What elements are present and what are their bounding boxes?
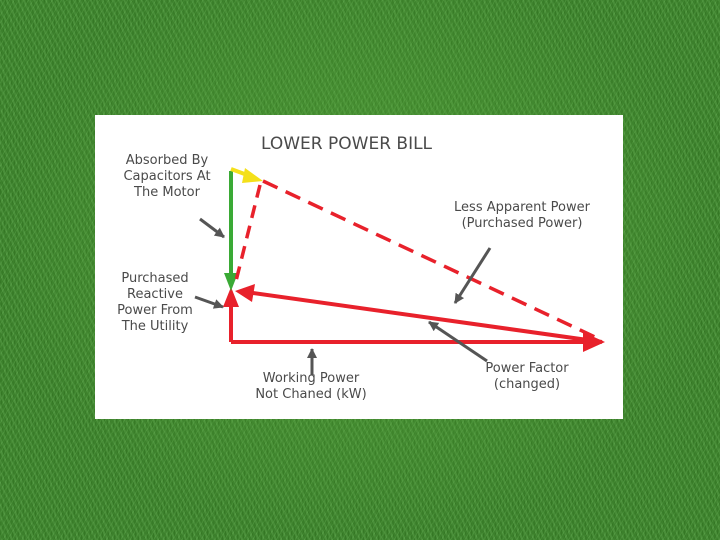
label-purchased-line1: Purchased [121,271,189,286]
label-less-apparent-line1: Less Apparent Power [454,200,590,215]
label-absorbed-line2: Capacitors At [123,169,211,184]
diagram-title: LOWER POWER BILL [261,134,433,154]
pointer-purchased [194,295,224,309]
dashed-connector [233,184,262,286]
apparent-power-vector [252,291,603,344]
absorbed-arrowhead [224,273,238,291]
label-less-apparent-line2: (Purchased Power) [461,216,583,231]
old-apparent-dashed [262,179,596,339]
label-absorbed: Absorbed By Capacitors At The Motor [113,153,221,201]
label-power-factor: Power Factor (changed) [475,361,579,393]
label-absorbed-line3: The Motor [134,185,200,200]
label-working-power-line2: Not Chaned (kW) [255,387,367,402]
label-purchased-reactive: Purchased Reactive Power From The Utilit… [109,271,201,335]
label-absorbed-line1: Absorbed By [125,153,209,168]
purchased-reactive-arrowhead [223,287,239,307]
label-working-power: Working Power Not Chaned (kW) [241,371,381,403]
label-purchased-line4: The Utility [121,319,189,334]
label-working-power-line1: Working Power [262,371,360,386]
pointer-absorbed [199,217,225,239]
power-triangle-diagram [194,167,605,375]
yellow-arrowhead [242,168,263,183]
label-less-apparent: Less Apparent Power (Purchased Power) [447,200,597,232]
label-purchased-line2: Reactive [127,287,183,302]
label-purchased-line3: Power From [117,303,193,318]
pointer-less-apparent [453,247,492,304]
diagram-card: LOWER POWER BILL Absorbed By Capacitors … [95,115,623,419]
label-power-factor-line2: (changed) [493,377,561,392]
label-power-factor-line1: Power Factor [485,361,569,376]
apparent-power-arrowhead [235,284,255,302]
pointer-power-factor [428,320,488,363]
